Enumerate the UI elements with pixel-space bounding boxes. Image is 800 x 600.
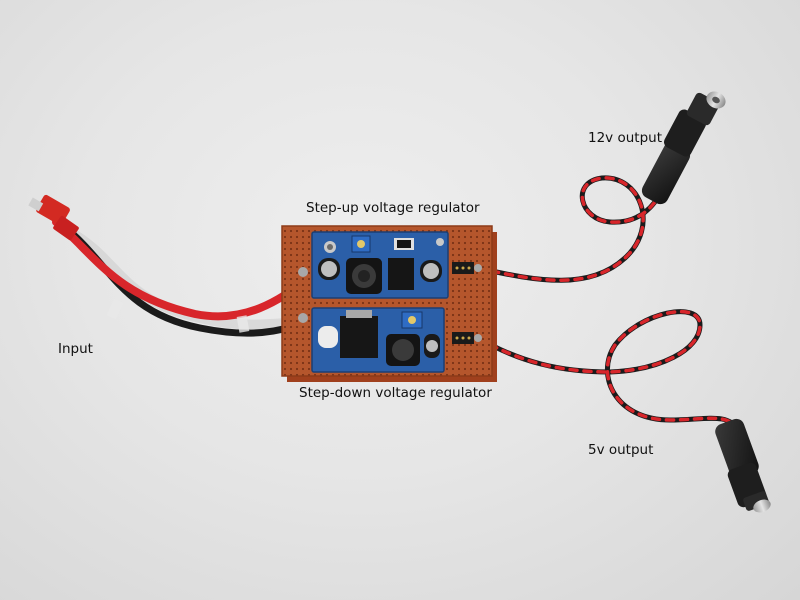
output-5v-label: 5v output [588, 442, 654, 458]
step-down-module [311, 307, 445, 373]
input-wires [52, 218, 310, 337]
dc-plug-12v [641, 91, 726, 205]
step-down-label: Step-down voltage regulator [299, 385, 492, 401]
step-up-label: Step-up voltage regulator [306, 200, 480, 216]
output-12v-cable [475, 175, 665, 283]
input-label: Input [58, 341, 93, 357]
dc-plug-5v [715, 418, 771, 513]
step-up-module [311, 231, 449, 299]
output-5v-cable [475, 309, 741, 433]
header-pins [452, 262, 474, 344]
input-connector [28, 194, 79, 241]
output-12v-label: 12v output [588, 130, 662, 146]
